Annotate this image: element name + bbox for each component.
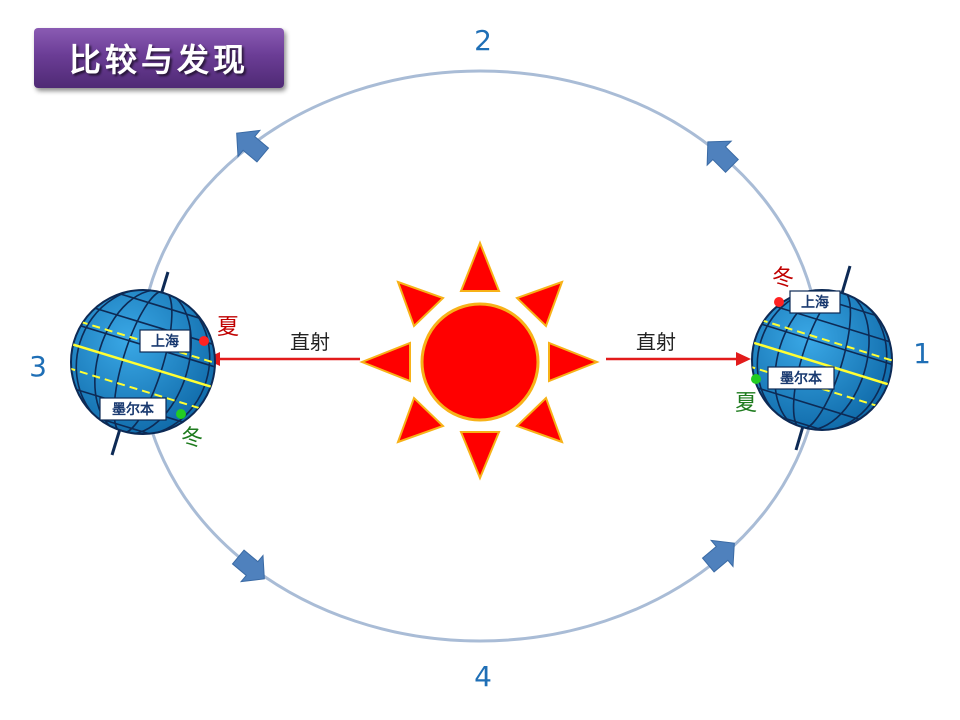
city-label-box (99, 397, 167, 421)
orbit-position-2: 2 (474, 24, 492, 57)
shanghai-dot (774, 297, 784, 307)
season-label-summer: 夏 (735, 391, 757, 416)
orbit-arrow-icon (706, 140, 739, 173)
orbit-position-1: 1 (913, 337, 931, 370)
city-label-melbourne: 墨尔本 (112, 401, 155, 418)
season-label-winter: 冬 (772, 266, 794, 291)
ray-label-left: 直射 (290, 330, 330, 354)
shanghai-dot (199, 336, 209, 346)
city-label-shanghai: 上海 (151, 333, 179, 350)
season-label-winter: 冬 (181, 426, 203, 451)
slide-title: 比较与发现 (68, 41, 249, 79)
season-label-summer: 夏 (217, 315, 239, 340)
title-box: 比较与发现 (34, 28, 284, 88)
orbit-arrow-icon (701, 539, 735, 573)
melbourne-dot (176, 409, 186, 419)
city-label-box (789, 290, 841, 314)
orbit-position-4: 4 (474, 660, 492, 693)
melbourne-dot (751, 374, 761, 384)
ray-arrow-right (606, 352, 751, 366)
ray-arrow-left (205, 352, 360, 366)
orbit-arrow-icon (236, 129, 270, 163)
city-label-box (139, 329, 191, 353)
orbit-arrow-icon (231, 549, 265, 583)
ray-label-right: 直射 (636, 330, 676, 354)
earth-globe-icon (70, 271, 216, 456)
earth-globe-icon (751, 265, 893, 451)
orbit-position-3: 3 (29, 350, 47, 383)
city-label-box (767, 366, 835, 390)
sun-icon (359, 240, 600, 481)
city-label-shanghai: 上海 (801, 294, 829, 311)
city-label-melbourne: 墨尔本 (780, 370, 823, 387)
